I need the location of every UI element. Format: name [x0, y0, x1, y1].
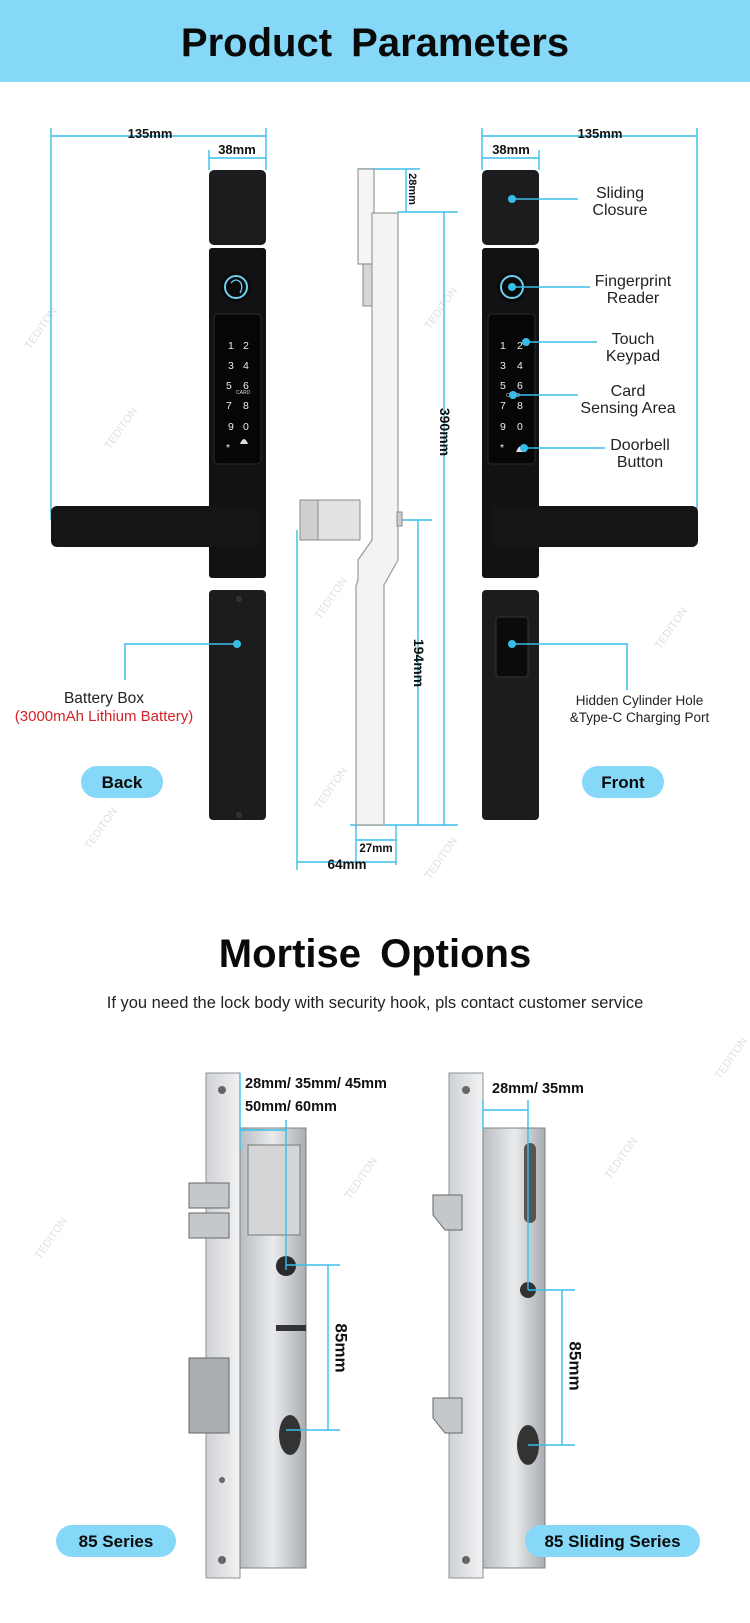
- svg-text:2: 2: [517, 340, 523, 352]
- dim-height-lower: 194mm: [411, 638, 427, 688]
- front-keypad-keys: 1 2 3 4 5 6 7 8 9 0 *: [500, 340, 523, 454]
- mortise-sliding-height: 85mm: [565, 1341, 585, 1391]
- svg-text:*: *: [500, 442, 504, 454]
- cylinder-note: Hidden Cylinder Hole&Type-C Charging Por…: [569, 693, 710, 725]
- dim-back-face-width: 38mm: [218, 142, 256, 157]
- svg-text:TEDITON: TEDITON: [313, 575, 350, 621]
- svg-text:*: *: [226, 442, 230, 454]
- svg-text:6: 6: [243, 380, 249, 392]
- svg-text:CARD: CARD: [236, 390, 251, 396]
- back-view-lock: 1 2 3 4 5 6 7 8 9 0 * CARD: [51, 170, 266, 820]
- svg-text:4: 4: [517, 360, 523, 372]
- mortise-85-height: 85mm: [331, 1323, 351, 1373]
- callout-leaders: [124, 198, 628, 690]
- svg-text:0: 0: [517, 421, 523, 433]
- svg-text:TEDITON: TEDITON: [313, 765, 350, 811]
- svg-text:TEDITON: TEDITON: [343, 1155, 380, 1201]
- mortise-85-sliding: [432, 1072, 546, 1579]
- side-view-lock: [299, 168, 403, 826]
- dim-depth-total: 64mm: [327, 857, 367, 872]
- mortise-sliding-dims: 28mm/ 35mm: [492, 1081, 584, 1097]
- svg-text:TEDITON: TEDITON: [423, 835, 460, 881]
- svg-text:TEDITON: TEDITON: [423, 285, 460, 331]
- back-keypad-keys: 1 2 3 4 5 6 7 8 9 0 *: [226, 340, 249, 454]
- svg-text:TEDITON: TEDITON: [653, 605, 690, 651]
- svg-text:TEDITON: TEDITON: [33, 1215, 70, 1261]
- svg-text:2: 2: [243, 340, 249, 352]
- svg-text:5: 5: [500, 380, 506, 392]
- svg-text:8: 8: [243, 400, 249, 412]
- badge-85-sliding-series: 85 Sliding Series: [525, 1525, 700, 1557]
- svg-text:3: 3: [500, 360, 506, 372]
- header-banner: [0, 0, 750, 82]
- dimension-lines: [50, 128, 698, 870]
- dim-height-total: 390mm: [437, 407, 453, 457]
- page-title: Product Parameters: [180, 21, 570, 65]
- svg-text:9: 9: [500, 421, 506, 433]
- dim-front-width: 135mm: [577, 126, 623, 141]
- dim-top-offset: 28mm: [406, 173, 418, 205]
- svg-text:7: 7: [226, 400, 232, 412]
- mortise-title: Mortise Options: [218, 932, 532, 976]
- svg-text:7: 7: [500, 400, 506, 412]
- mortise-85-dims-line2: 50mm/ 60mm: [245, 1099, 337, 1115]
- svg-text:5: 5: [226, 380, 232, 392]
- svg-text:1: 1: [500, 340, 506, 352]
- svg-text:4: 4: [243, 360, 249, 372]
- badge-back: Back: [81, 766, 163, 798]
- svg-text:TEDITON: TEDITON: [713, 1035, 750, 1081]
- svg-text:TEDITON: TEDITON: [103, 405, 140, 451]
- svg-text:9: 9: [228, 421, 234, 433]
- mortise-dimension-lines: [239, 1073, 575, 1446]
- svg-text:TEDITON: TEDITON: [83, 805, 120, 851]
- front-view-lock: 1 2 3 4 5 6 7 8 9 0 * CARD: [482, 170, 698, 820]
- svg-text:1: 1: [228, 340, 234, 352]
- callout-dots: [233, 195, 530, 648]
- mortise-subtitle: If you need the lock body with security …: [106, 994, 644, 1012]
- svg-text:6: 6: [517, 380, 523, 392]
- dim-depth-body: 27mm: [359, 843, 393, 855]
- svg-text:3: 3: [228, 360, 234, 372]
- mortise-85-series: [188, 1072, 307, 1579]
- badge-front: Front: [582, 766, 664, 798]
- svg-text:8: 8: [517, 400, 523, 412]
- badge-85-series: 85 Series: [56, 1525, 176, 1557]
- mortise-85-dims-line1: 28mm/ 35mm/ 45mm: [245, 1076, 387, 1092]
- svg-text:TEDITON: TEDITON: [23, 305, 60, 351]
- battery-box-note: Battery Box (3000mAh Lithium Battery): [14, 690, 194, 725]
- dim-back-width: 135mm: [127, 126, 173, 141]
- svg-text:TEDITON: TEDITON: [603, 1135, 640, 1181]
- svg-text:0: 0: [243, 421, 249, 433]
- dim-front-face-width: 38mm: [492, 142, 530, 157]
